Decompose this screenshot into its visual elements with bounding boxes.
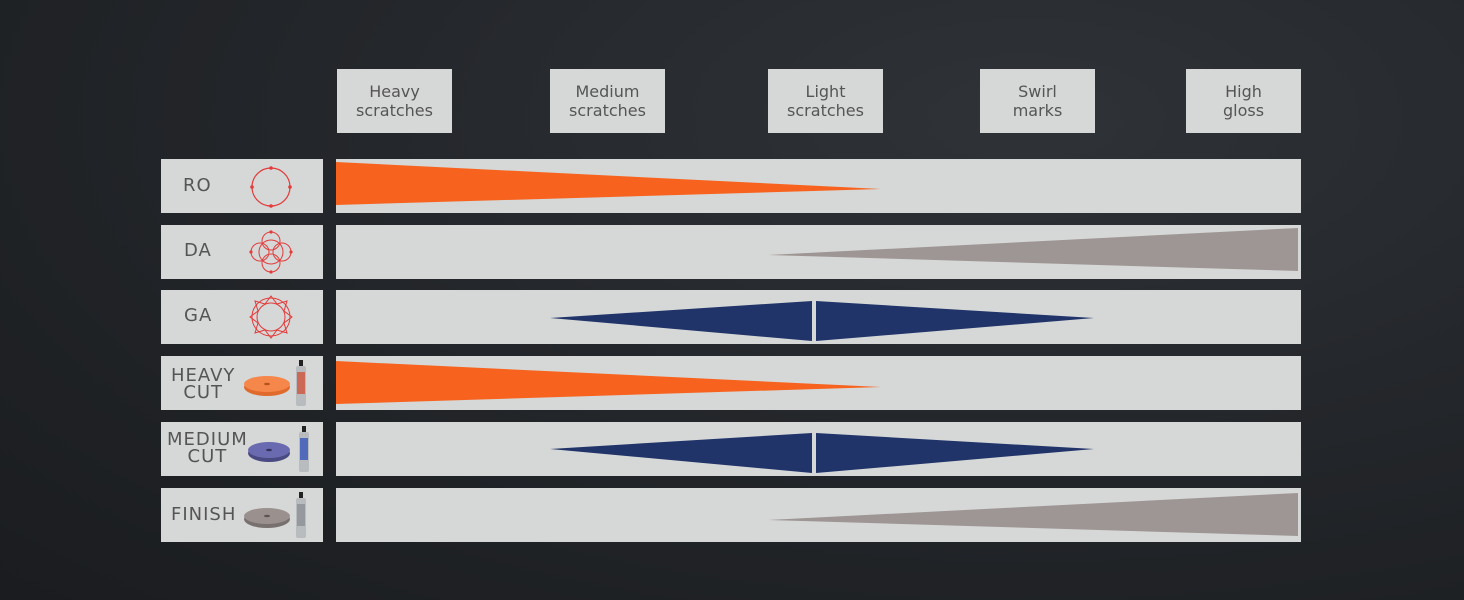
row-label-text: MEDIUM CUT (167, 429, 248, 467)
row-label-text: DA (184, 240, 212, 261)
diamond-center-shape (550, 433, 1094, 473)
row-bar-heavy-cut (336, 356, 1301, 410)
diamond-center-shape (550, 301, 1094, 341)
row-label-da: DA (161, 225, 323, 279)
column-header-heavy-scratches: Heavy scratches (337, 69, 452, 133)
row-bar-ga (336, 290, 1301, 344)
row-label-ga: GA (161, 290, 323, 344)
column-header-high-gloss: High gloss (1186, 69, 1301, 133)
blue-pad-bottle-icon (248, 426, 309, 472)
gear-action-orbit-icon (249, 295, 293, 339)
column-header-swirl-marks: Swirl marks (980, 69, 1095, 133)
row-label-text: RO (183, 175, 212, 196)
gray-pad-bottle-icon (244, 492, 306, 538)
column-header-light-scratches: Light scratches (768, 69, 883, 133)
row-label-text: GA (184, 305, 213, 326)
row-label-text: FINISH (171, 504, 237, 525)
taper-left-wedge (336, 162, 881, 205)
row-label-heavy-cut: HEAVY CUT (161, 356, 323, 410)
row-bar-finish (336, 488, 1301, 542)
taper-left-wedge (336, 361, 881, 404)
row-label-medium-cut: MEDIUM CUT (161, 422, 323, 476)
row-label-text: HEAVY CUT (171, 365, 236, 403)
dual-action-orbit-icon (249, 230, 293, 274)
taper-right-wedge (768, 228, 1298, 271)
circle-orbit-icon (250, 166, 292, 208)
taper-right-wedge (768, 493, 1298, 536)
orange-pad-bottle-icon (244, 360, 306, 406)
column-header-medium-scratches: Medium scratches (550, 69, 665, 133)
row-label-finish: FINISH (161, 488, 323, 542)
row-bar-ro (336, 159, 1301, 213)
row-bar-medium-cut (336, 422, 1301, 476)
row-label-ro: RO (161, 159, 323, 213)
row-bar-da (336, 225, 1301, 279)
